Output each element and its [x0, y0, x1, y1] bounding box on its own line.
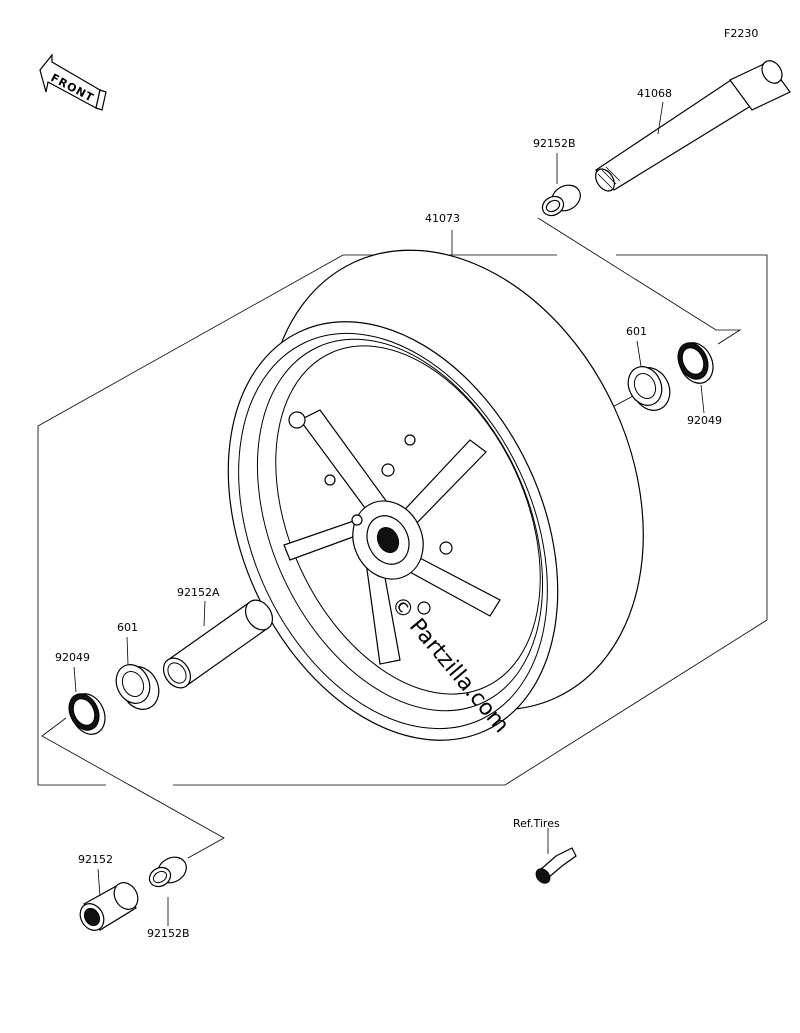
valve-stem-icon	[535, 828, 577, 884]
seal-right-part	[677, 342, 714, 384]
label-seal-left: 92049	[55, 651, 90, 664]
label-collar-bottom: 92152	[78, 853, 113, 866]
collar-bottom-part	[79, 882, 139, 931]
label-axle: 41068	[637, 87, 672, 100]
figure-code: F2230	[724, 27, 758, 40]
label-collar-a: 92152A	[177, 586, 220, 599]
front-arrow-icon: FRONT	[39, 53, 107, 111]
label-wheel: 41073	[425, 212, 460, 225]
bearing-right-part	[627, 366, 671, 411]
label-collar-b-top: 92152B	[533, 137, 576, 150]
label-ref-tires: Ref.Tires	[513, 817, 560, 830]
label-collar-b-bottom: 92152B	[147, 927, 190, 940]
collar-a-part	[162, 599, 274, 689]
seal-left-part	[68, 693, 106, 735]
collar-b-top-part	[541, 184, 581, 217]
label-bearing-right: 601	[626, 325, 647, 338]
label-seal-right: 92049	[687, 414, 722, 427]
label-bearing-left: 601	[117, 621, 138, 634]
bearing-left-part	[115, 664, 160, 710]
axle-part	[595, 60, 791, 192]
collar-b-bottom-part	[148, 856, 187, 888]
wheel-rim-part	[227, 249, 644, 741]
